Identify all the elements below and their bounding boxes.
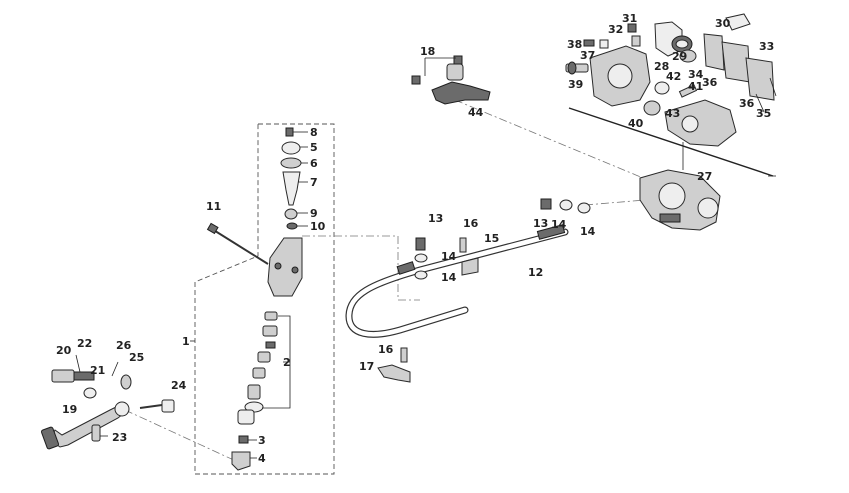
callout-9: 9 <box>310 207 318 220</box>
callout-14-d: 14 <box>580 225 596 238</box>
callout-13-left: 13 <box>428 212 443 225</box>
callout-8: 8 <box>310 126 318 139</box>
callout-28: 28 <box>654 60 669 73</box>
callout-21: 21 <box>90 364 105 377</box>
callout-15: 15 <box>484 232 499 245</box>
callout-16-upper: 16 <box>463 217 479 230</box>
callout-37: 37 <box>580 49 595 62</box>
callout-27: 27 <box>697 170 712 183</box>
callout-4: 4 <box>258 452 266 465</box>
callout-26: 26 <box>116 339 132 352</box>
callout-17: 17 <box>359 360 374 373</box>
callout-33: 33 <box>759 40 774 53</box>
callout-24: 24 <box>171 379 187 392</box>
callout-5: 5 <box>310 141 318 154</box>
callout-36-right: 36 <box>739 97 755 110</box>
callout-2: 2 <box>283 356 291 369</box>
callout-34: 34 <box>688 68 704 81</box>
caliper-to-hose-phantom-line <box>584 199 646 206</box>
detail-callout-bracket <box>568 107 774 177</box>
lever-assembly <box>411 55 491 105</box>
callout-32: 32 <box>608 23 623 36</box>
callout-19: 19 <box>62 403 77 416</box>
callout-18: 18 <box>420 45 435 58</box>
callout-39: 39 <box>568 78 583 91</box>
caliper-detail-group <box>565 13 777 177</box>
brake-pedal-parts <box>41 354 175 450</box>
rear-caliper <box>639 169 721 231</box>
callout-14-b: 14 <box>441 271 457 284</box>
callout-labels: 1 2 3 4 5 6 7 8 9 10 11 12 13 13 14 14 1… <box>56 12 774 465</box>
callout-23: 23 <box>112 431 127 444</box>
callout-41: 41 <box>688 80 703 93</box>
callout-14-a: 14 <box>441 250 457 263</box>
callout-38: 38 <box>567 38 582 51</box>
callout-11: 11 <box>206 200 221 213</box>
master-cylinder-parts <box>190 127 308 471</box>
callout-22: 22 <box>77 337 92 350</box>
callout-40: 40 <box>628 117 644 130</box>
callout-29: 29 <box>672 50 687 63</box>
callout-31: 31 <box>622 12 637 25</box>
hose-fittings <box>377 198 591 383</box>
callout-12: 12 <box>528 266 543 279</box>
lever-to-caliper-phantom-line <box>454 99 661 186</box>
callout-35: 35 <box>756 107 771 120</box>
callout-42: 42 <box>666 70 681 83</box>
callout-30: 30 <box>715 17 731 30</box>
callout-10: 10 <box>310 220 326 233</box>
callout-7: 7 <box>310 176 318 189</box>
callout-44: 44 <box>468 106 484 119</box>
pedal-to-master-phantom-line <box>124 409 239 463</box>
master-cylinder-kit-outline <box>194 123 335 475</box>
callout-13-right: 13 <box>533 217 548 230</box>
callout-43: 43 <box>665 107 680 120</box>
callout-14-c: 14 <box>551 218 567 231</box>
callout-16-lower: 16 <box>378 343 394 356</box>
callout-1: 1 <box>182 335 190 348</box>
brake-hose <box>345 224 569 338</box>
callout-6: 6 <box>310 157 318 170</box>
callout-25: 25 <box>129 351 144 364</box>
callout-20: 20 <box>56 344 72 357</box>
callout-36-mid: 36 <box>702 76 718 89</box>
callout-3: 3 <box>258 434 266 447</box>
